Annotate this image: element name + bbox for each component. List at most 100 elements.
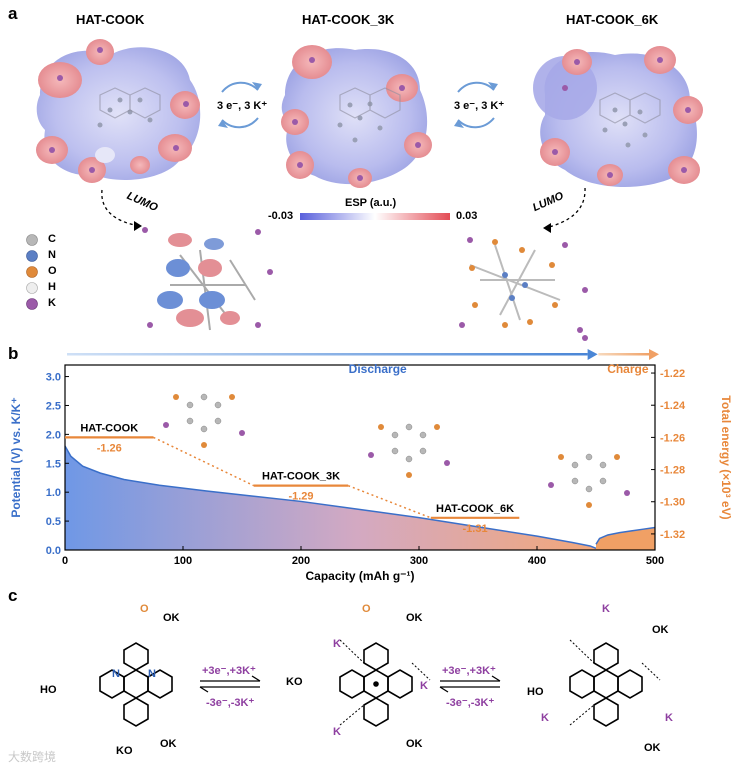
carbon-atom [405,455,413,463]
k-coordination-dots [339,639,661,726]
forward-reaction-label-1: +3e⁻,+3K⁺ [202,665,256,677]
label-o-mid-top: O [362,603,371,615]
state-name: HAT-COOK [80,422,138,434]
label-k-right-top: K [602,603,610,615]
potassium-atom [239,430,245,436]
y2-axis-label: Total energy (×10³ eV) [719,395,733,519]
reversible-arrows-2 [454,81,498,129]
potassium-atom [624,490,630,496]
discharge-curve [64,445,597,549]
label-ko-bottom: KO [116,745,133,757]
carbon-atom [599,477,607,485]
oxygen-atom [201,442,207,448]
y-tick-label: 0.0 [46,545,61,557]
label-o-top: O [140,603,149,615]
carbon-atom [214,417,222,425]
panel-a-graphics [26,39,703,341]
charge-area [596,527,655,550]
watermark: 大数跨境 [8,750,57,764]
panel-b-letter: b [8,344,19,363]
equilibrium-arrows-1 [199,675,261,693]
charge-label: Charge [607,362,649,376]
potassium-atom [163,422,169,428]
x-tick-label: 200 [292,555,310,567]
carbon-atom [214,401,222,409]
carbon-atom [186,417,194,425]
discharge-arrow-head [587,349,598,360]
oxygen-atom [378,424,384,430]
panel-c-structures [99,639,661,727]
y-tick-label: 0.5 [46,516,61,528]
chart-molecule-3 [548,453,630,508]
state-name: HAT-COOK_6K [436,503,514,515]
label-ok-top: OK [163,612,180,624]
carbon-atom [186,401,194,409]
oxygen-atom [558,454,564,460]
charge-curve [595,526,656,545]
x-tick-label: 0 [62,555,68,567]
potassium-dots [49,47,691,181]
legend-label-c: C [48,233,56,245]
x-tick-label: 100 [174,555,192,567]
lumo-molecule-right [459,237,588,341]
y-tick-label: 1.0 [46,487,61,499]
carbon-atom [200,393,208,401]
esp-title: ESP (a.u.) [345,197,397,209]
carbon-atom [585,453,593,461]
panel-c-letter: c [8,586,18,605]
label-ok-right: OK [652,624,669,636]
esp-color-bar [300,213,450,220]
oxygen-atom [434,424,440,430]
chart-molecule-2 [368,423,450,478]
lumo-arrowhead-1 [134,221,142,231]
reaction-label-1: 3 e⁻, 3 K⁺ [217,100,268,112]
potassium-atom [444,460,450,466]
carbon-atom [571,461,579,469]
carbon-atom [200,425,208,433]
label-k-3: K [333,726,341,738]
energy-connector [153,436,255,487]
legend-label-h: H [48,281,56,293]
y-tick-label: 2.0 [46,429,61,441]
label-ok-mid-bottom: OK [406,738,423,750]
plot-frame [64,364,656,551]
carbon-atom [419,447,427,455]
structure-neutral [99,642,173,727]
esp-surface-hat-cook [36,39,201,183]
panel-a-letter: a [8,4,18,23]
potassium-atom [368,452,374,458]
lumo-orbital-left [142,227,273,331]
discharge-area [65,445,596,550]
label-k-1: K [333,638,341,650]
oxygen-atom [173,394,179,400]
oxygen-atom [614,454,620,460]
label-ko-mid: KO [286,676,303,688]
lumo-arrows [101,187,586,229]
state-name: HAT-COOK_3K [262,471,340,483]
x-tick-label: 500 [646,555,664,567]
label-ok-mid-top: OK [406,612,423,624]
structure-3k [339,642,413,727]
label-n-1: N [112,668,120,680]
carbon-atom [585,485,593,493]
forward-reaction-label-2: +3e⁻,+3K⁺ [442,665,496,677]
oxygen-atom [586,502,592,508]
label-ho-right: HO [527,686,544,698]
atom-legend-balls [26,234,38,310]
oxygen-atom [229,394,235,400]
equilibrium-arrows-2 [439,675,501,693]
y-tick-label: 1.5 [46,458,61,470]
label-k-right-1: K [541,712,549,724]
structure-6k [569,642,643,727]
reaction-label-2: 3 e⁻, 3 K⁺ [454,100,505,112]
y2-tick-label: -1.24 [660,400,686,412]
esp-molecule-frameworks [99,87,661,124]
x-tick-label: 300 [410,555,428,567]
label-ok-bottom: OK [160,738,177,750]
legend-label-n: N [48,249,56,261]
y-tick-label: 2.5 [46,400,61,412]
reversible-arrows-1 [218,81,262,129]
label-ho: HO [40,684,57,696]
esp-surface-hat-cook-6k [533,46,703,188]
